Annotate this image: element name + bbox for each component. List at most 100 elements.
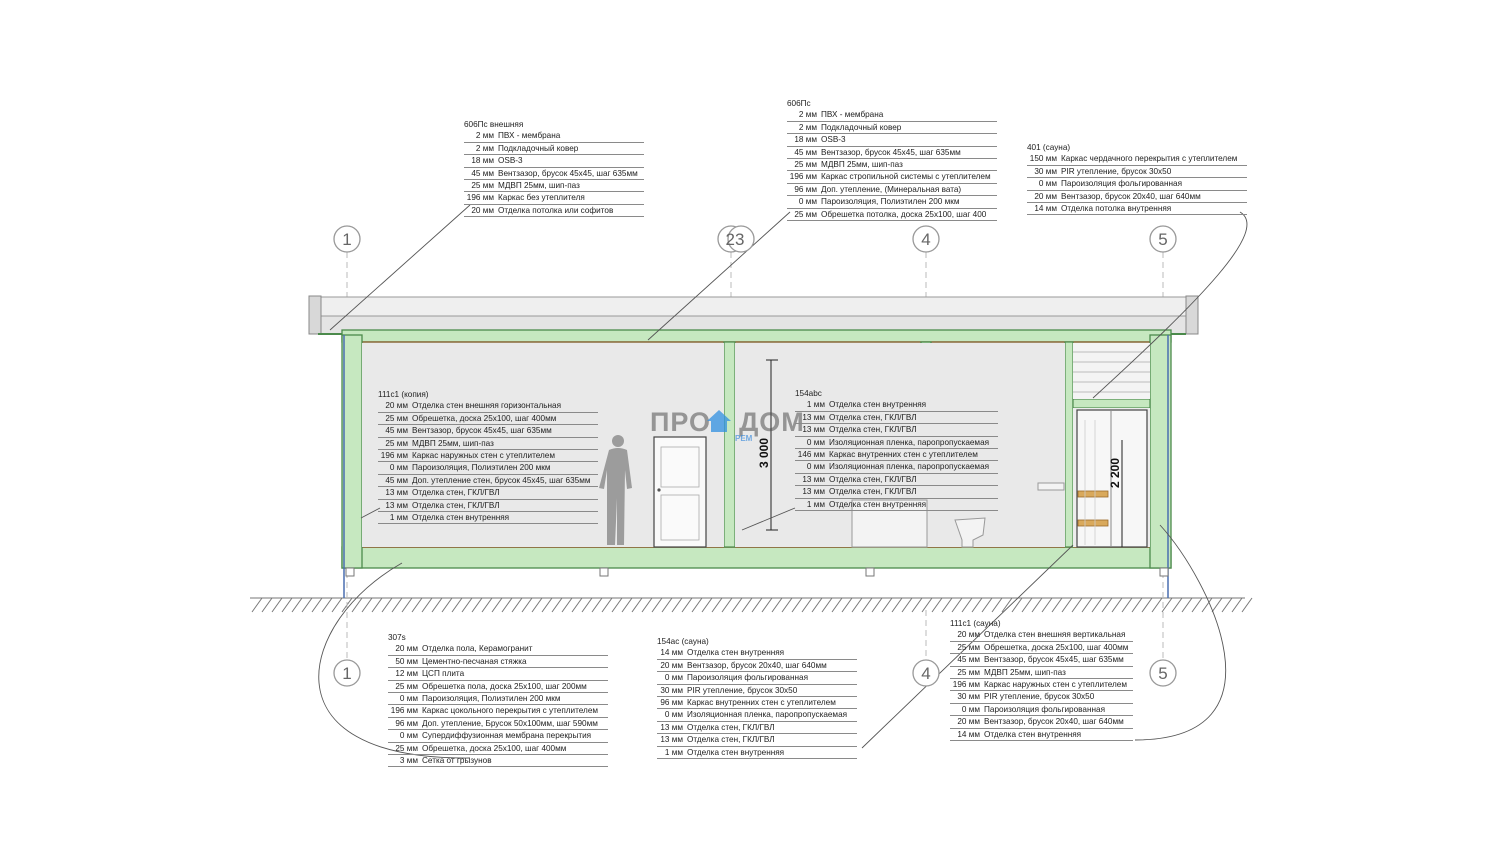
layer-thickness: 25 мм — [794, 209, 817, 219]
dimension-room-height: 3 000 — [757, 438, 771, 468]
layer-thickness: 13 мм — [385, 488, 408, 498]
layer-description: Отделка стен внутренняя — [829, 400, 927, 410]
layer-thickness: 45 мм — [471, 168, 494, 178]
layer-thickness: 196 мм — [952, 679, 980, 689]
layer-thickness: 13 мм — [802, 487, 825, 497]
axis-label-1-bottom: 1 — [342, 664, 351, 683]
layer-description: Изоляционная пленка, паропропускаемая — [687, 710, 848, 720]
spec-title: 606Пс внешняя — [464, 120, 524, 129]
layer-thickness: 2 мм — [798, 122, 817, 132]
layer-description: PIR утепление, брусок 30x50 — [687, 685, 798, 695]
layer-thickness: 0 мм — [1038, 179, 1057, 189]
layer-description: OSB-3 — [498, 156, 523, 166]
layer-description: Доп. утепление стен, брусок 45x45, шаг 6… — [412, 475, 591, 485]
layer-description: Отделка пола, Керамогранит — [422, 644, 533, 654]
layer-description: Каркас наружных стен с утеплителем — [412, 450, 555, 460]
layer-thickness: 1 мм — [806, 400, 825, 410]
layer-description: Вентзазор, брусок 45x45, шаг 635мм — [498, 168, 638, 178]
spec-row: 1 мм Отделка стен внутренняя — [795, 399, 998, 412]
layer-description: OSB-3 — [821, 135, 846, 145]
dimension-door-height: 2 200 — [1108, 458, 1122, 488]
layer-description: Обрешетка, доска 25x100, шаг 400мм — [412, 413, 557, 423]
layer-description: Отделка стен, ГКЛ/ГВЛ — [687, 722, 775, 732]
layer-thickness: 2 мм — [475, 131, 494, 141]
spec-row: 2 мм ПВХ - мембрана — [464, 130, 644, 143]
layer-thickness: 20 мм — [957, 717, 980, 727]
layer-description: Каркас без утеплителя — [498, 193, 585, 203]
layer-thickness: 30 мм — [660, 685, 683, 695]
layer-thickness: 0 мм — [798, 197, 817, 207]
layer-description: Отделка потолка или софитов — [498, 205, 614, 215]
axis-label-4-bottom: 4 — [921, 664, 930, 683]
layer-description: Отделка стен внешняя горизонтальная — [412, 401, 562, 411]
logo-house-icon — [707, 410, 731, 432]
layer-thickness: 20 мм — [385, 401, 408, 411]
layer-thickness: 14 мм — [1034, 203, 1057, 213]
layer-thickness: 18 мм — [471, 156, 494, 166]
layer-thickness: 20 мм — [471, 205, 494, 215]
layer-thickness: 45 мм — [385, 475, 408, 485]
layer-thickness: 20 мм — [660, 660, 683, 670]
layer-thickness: 25 мм — [471, 180, 494, 190]
layer-description: Вентзазор, брусок 45x45, шаг 635мм — [821, 147, 961, 157]
layer-description: Цементно-песчаная стяжка — [422, 656, 527, 666]
spec-row: 13 мм Отделка стен, ГКЛ/ГВЛ — [795, 424, 998, 437]
layer-thickness: 0 мм — [664, 710, 683, 720]
spec-table-ext-wall: 111с1 (копия) 20 мм Отделка стен внешняя г… — [378, 389, 598, 525]
axis-label-23-top: 23 — [726, 230, 745, 249]
layer-description: Доп. утепление, (Минеральная вата) — [821, 184, 962, 194]
layer-thickness: 13 мм — [385, 500, 408, 510]
axis-label-1-top: 1 — [342, 230, 351, 249]
layer-description: Отделка стен, ГКЛ/ГВЛ — [829, 425, 917, 435]
layer-description: ПВХ - мембрана — [498, 131, 561, 141]
layer-description: Вентзазор, брусок 20x40, шаг 640мм — [1061, 191, 1201, 201]
axis-markers-top — [333, 225, 1177, 253]
spec-title: 111с1 (копия) — [378, 390, 429, 399]
spec-title: 606Пс — [787, 99, 811, 108]
spec-title: 111с1 (сауна) — [950, 619, 1001, 628]
layer-thickness: 0 мм — [806, 437, 825, 447]
logo-subtext: РЕМ — [735, 434, 753, 443]
dimension-lines — [766, 359, 1123, 547]
layer-thickness: 150 мм — [1029, 154, 1057, 164]
layer-thickness: 0 мм — [806, 462, 825, 472]
layer-thickness: 2 мм — [798, 110, 817, 120]
layer-thickness: 13 мм — [802, 425, 825, 435]
layer-description: Вентзазор, брусок 20x40, шаг 640мм — [984, 717, 1124, 727]
layer-description: Пароизоляция фольгированная — [687, 673, 808, 683]
layer-description: Вентзазор, брусок 45x45, шаг 635мм — [412, 426, 552, 436]
layer-description: Каркас внутренних стен с утеплителем — [687, 697, 836, 707]
layer-thickness: 13 мм — [660, 735, 683, 745]
layer-thickness: 18 мм — [794, 135, 817, 145]
layer-description: Каркас стропильной системы с утеплителем — [821, 172, 991, 182]
layer-thickness: 30 мм — [1034, 166, 1057, 176]
layer-description: Пароизоляция, Полиэтилен 200 мкм — [422, 693, 561, 703]
layer-thickness: 196 мм — [789, 172, 817, 182]
layer-thickness: 1 мм — [664, 747, 683, 757]
